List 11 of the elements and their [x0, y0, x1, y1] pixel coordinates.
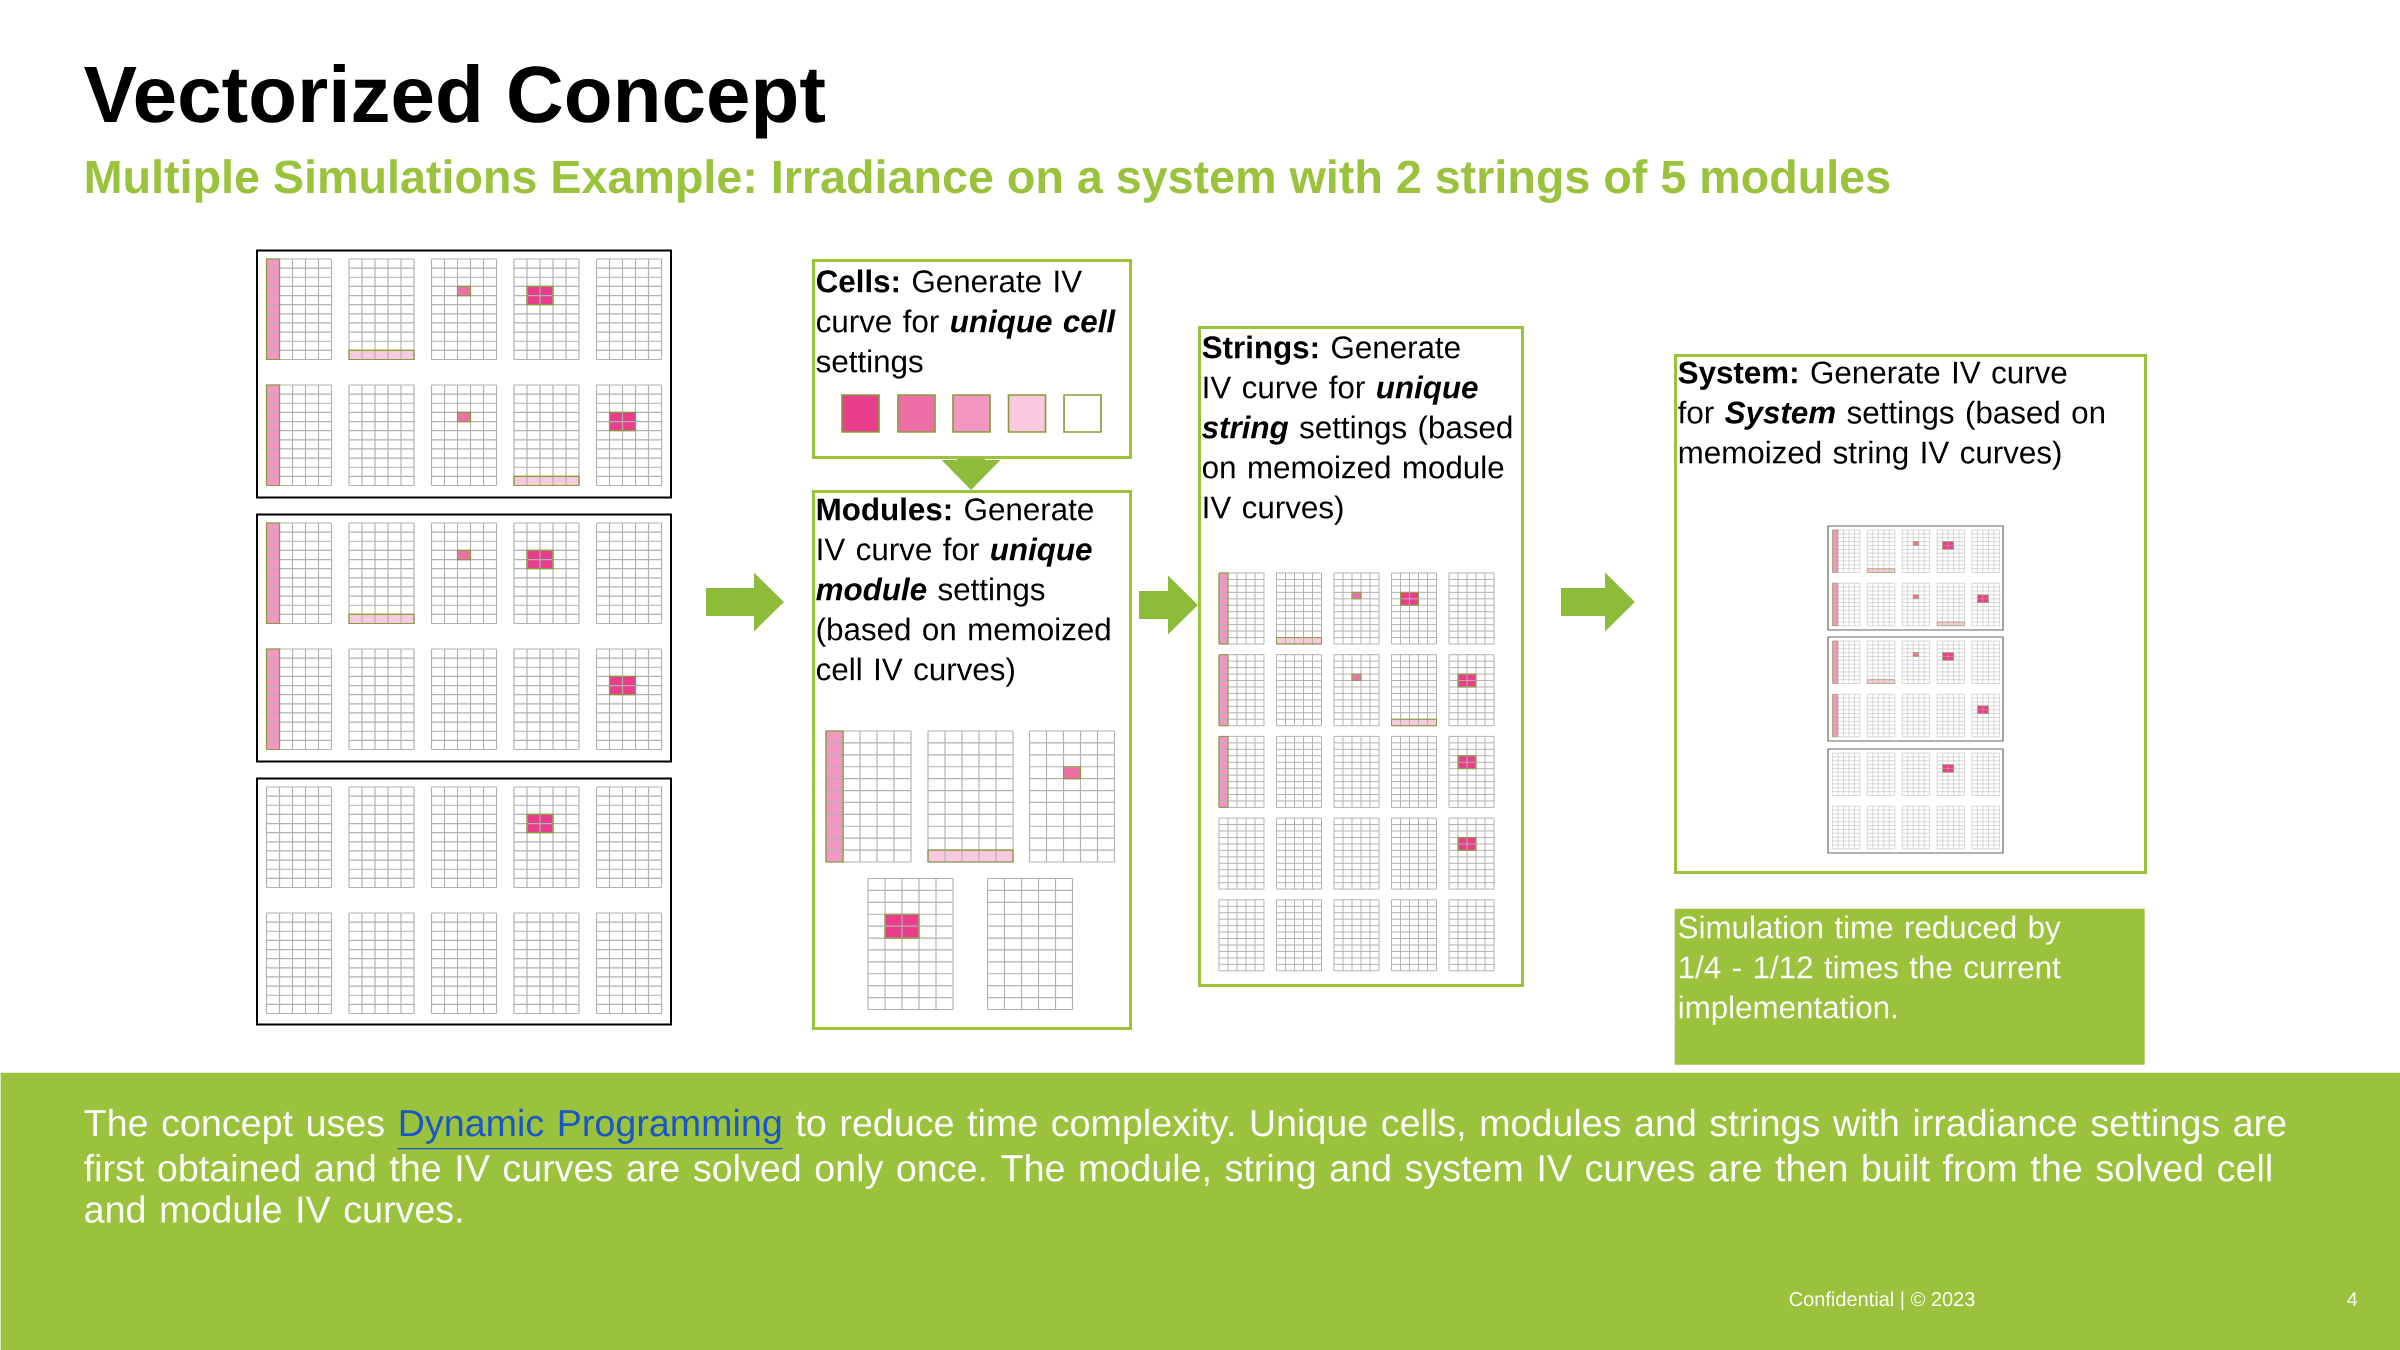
note-box: Simulation time reduced by 1/4 - 1/12 times the current implementation. — [1674, 908, 2145, 1065]
footer-text: Confidential | © 2023 — [1789, 1291, 1975, 1311]
page-number: 4 — [2347, 1292, 2358, 1306]
link: Dynamic Programming — [397, 1108, 784, 1150]
solar-array-drawing — [256, 777, 672, 1026]
solar-array-drawing — [256, 249, 672, 499]
solar-array-drawing — [256, 513, 672, 763]
process-box: Modules: Generate IV curve for unique module settings (based on memoized cell IV curves) — [812, 490, 1132, 1030]
process-box: System: Generate IV curve for System settings (based on memoized string IV curves) — [1674, 354, 2147, 874]
title: Vectorized Concept — [84, 64, 825, 139]
subtitle: Multiple Simulations Example: Irradiance on a system with 2 strings of 5 modules — [86, 159, 1890, 203]
